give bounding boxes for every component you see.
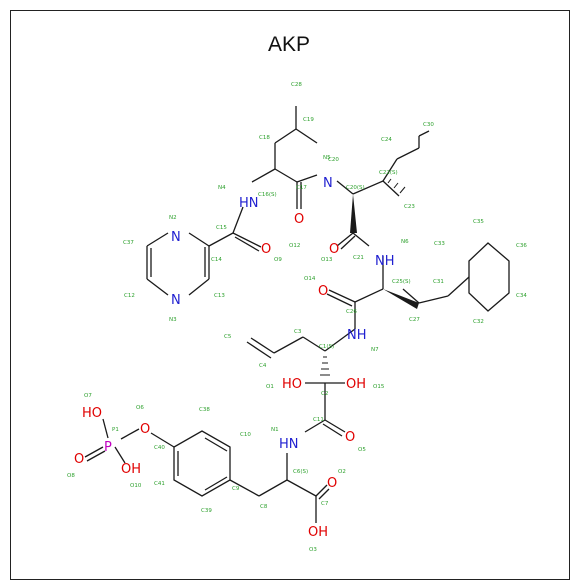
atom-o14: O <box>318 284 328 299</box>
label-c23: C23 <box>404 204 415 210</box>
label-n6: N6 <box>401 239 409 245</box>
atom-p1: P <box>104 440 112 455</box>
label-n3: N3 <box>169 317 177 323</box>
atom-o9: O <box>261 242 271 257</box>
label-c16s: C16(S) <box>258 192 277 198</box>
label-c40: C40 <box>154 445 165 451</box>
label-c30: C30 <box>423 122 434 128</box>
label-c31: C31 <box>433 279 444 285</box>
label-c7: C7 <box>321 501 329 507</box>
diagram-title: AKP <box>268 33 310 56</box>
label-c14: C14 <box>211 257 222 263</box>
atom-o13: O <box>329 242 339 257</box>
atom-n-pyrazine-top: N <box>171 230 181 245</box>
label-c41: C41 <box>154 481 165 487</box>
atom-o5: O <box>345 430 355 445</box>
label-c34: C34 <box>516 293 527 299</box>
label-o13: O13 <box>321 257 333 263</box>
label-c38: C38 <box>199 407 210 413</box>
label-n4: N4 <box>218 185 226 191</box>
molecule-diagram: AKP <box>67 33 527 553</box>
label-c33: C33 <box>434 241 445 247</box>
atom-o7-hydroxyl: HO <box>82 406 102 421</box>
label-o10: O10 <box>130 483 142 489</box>
label-c35: C35 <box>473 219 484 225</box>
bond-lines <box>84 106 510 523</box>
label-c22s: C22(S) <box>379 170 398 176</box>
diagram-frame: AKP <box>10 10 570 580</box>
label-o2: O2 <box>338 469 346 475</box>
label-o14: O14 <box>304 276 316 282</box>
atom-o1-hydroxyl: HO <box>282 377 302 392</box>
label-o5: O5 <box>358 447 366 453</box>
atom-o3-hydroxyl: OH <box>308 525 328 540</box>
label-o6: O6 <box>136 405 144 411</box>
label-n1: N1 <box>271 427 279 433</box>
atom-nh4: HN <box>239 196 259 211</box>
label-c21: C21 <box>353 255 364 261</box>
label-c9: C9 <box>232 486 240 492</box>
atom-nh1: HN <box>279 437 299 452</box>
label-c25s: C25(S) <box>392 279 411 285</box>
label-c3: C3 <box>294 329 302 335</box>
label-c28: C28 <box>291 82 302 88</box>
atom-n5: N <box>323 176 333 191</box>
label-c39: C39 <box>201 508 212 514</box>
atom-nh6: NH <box>375 254 395 269</box>
label-o8: O8 <box>67 473 75 479</box>
atom-nh7: NH <box>347 328 367 343</box>
label-c36: C36 <box>516 243 527 249</box>
label-o15: O15 <box>373 384 385 390</box>
atom-n-pyrazine-bottom: N <box>171 293 181 308</box>
atom-o8: O <box>74 452 84 467</box>
label-c17: C17 <box>296 185 307 191</box>
heteroatom-labels: HN N NH NH HN N N O O O O HO OH O O OH O… <box>74 176 395 540</box>
label-c37: C37 <box>123 240 134 246</box>
label-c1s: C1(S) <box>319 344 334 350</box>
label-c27: C27 <box>409 317 420 323</box>
label-c2: C2 <box>321 391 328 397</box>
label-c13: C13 <box>214 293 225 299</box>
label-c11: C11 <box>313 417 324 423</box>
label-n5: N5 <box>323 155 331 161</box>
label-p1: P1 <box>112 427 119 433</box>
label-n7: N7 <box>371 347 379 353</box>
atom-o15-hydroxyl: OH <box>346 377 366 392</box>
label-o12: O12 <box>289 243 300 249</box>
label-o7: O7 <box>84 393 92 399</box>
label-o3: O3 <box>309 547 317 553</box>
label-c5: C5 <box>224 334 232 340</box>
label-c20s: C20(S) <box>346 185 365 191</box>
label-c8: C8 <box>260 504 268 510</box>
label-o1: O1 <box>266 384 274 390</box>
label-c18: C18 <box>259 135 270 141</box>
label-c4: C4 <box>259 363 267 369</box>
label-c24: C24 <box>381 137 392 143</box>
atom-o2: O <box>327 476 337 491</box>
label-c10: C10 <box>240 432 251 438</box>
atom-o10-hydroxyl: OH <box>121 462 141 477</box>
atom-o6: O <box>140 422 150 437</box>
label-c26: C26 <box>346 309 357 315</box>
atom-index-labels: C28 C19 C18 C20 C30 C24 N5 C22(S) C23 N4… <box>67 82 527 553</box>
label-n2: N2 <box>169 215 177 221</box>
label-c19: C19 <box>303 117 314 123</box>
label-o9: O9 <box>274 257 282 263</box>
label-c29: C20 <box>328 157 339 163</box>
label-c12: C12 <box>124 293 135 299</box>
label-c15: C15 <box>216 225 227 231</box>
label-c6s: C6(S) <box>293 469 308 475</box>
atom-o12: O <box>294 212 304 227</box>
label-c32: C32 <box>473 319 484 325</box>
